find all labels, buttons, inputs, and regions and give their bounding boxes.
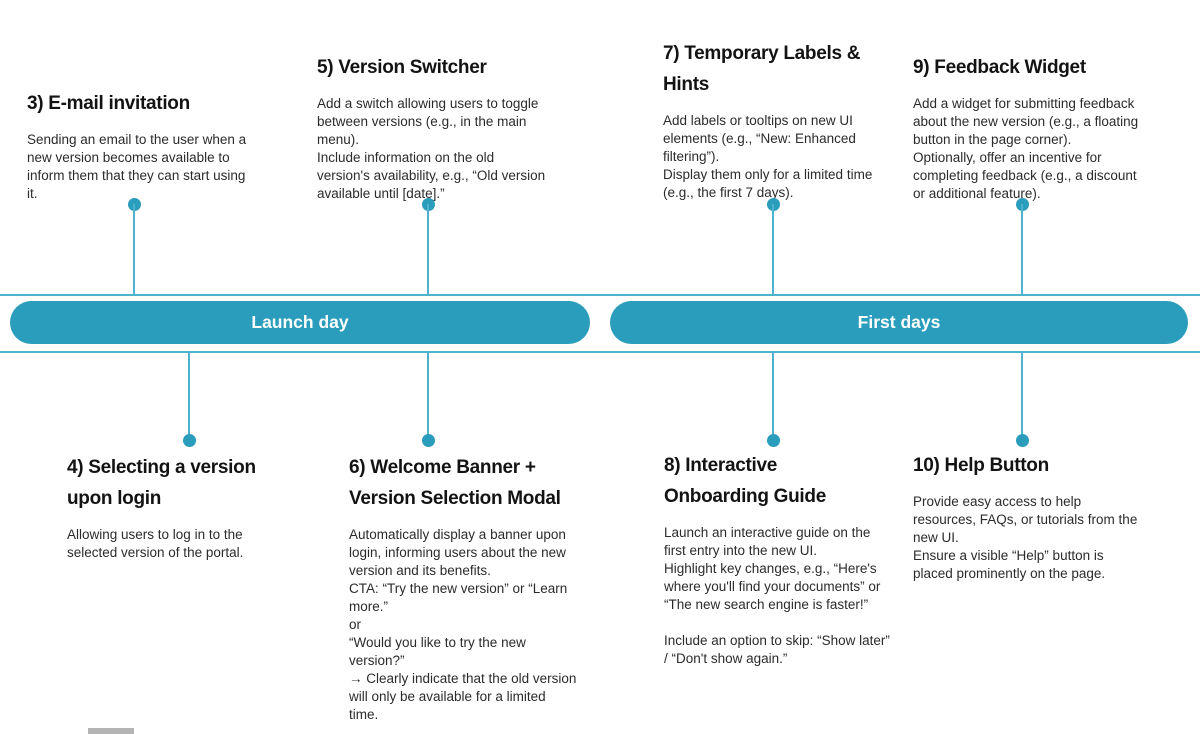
item-body: Launch an interactive guide on the first…	[664, 525, 890, 666]
connector-line	[1021, 353, 1023, 440]
item-title: 3) E-mail invitation	[27, 93, 190, 114]
item-title: 4) Selecting a version upon login	[67, 457, 256, 509]
item-body: Allowing users to log in to the selected…	[67, 527, 244, 560]
connector-dot	[1015, 433, 1029, 447]
timeline-axis-line-bottom	[0, 351, 1200, 353]
connector-welcome-banner	[421, 353, 435, 447]
card-help-button: 10) Help Button Provide easy access to h…	[913, 450, 1137, 583]
connector-selecting-version	[182, 353, 196, 447]
item-body: Sending an email to the user when a new …	[27, 132, 247, 201]
item-body: Add labels or tooltips on new UI element…	[663, 113, 873, 200]
phase-pill-first-days: First days	[610, 301, 1188, 344]
item-body: Add a switch allowing users to toggle be…	[317, 96, 546, 201]
connector-feedback-widget	[1015, 198, 1029, 294]
card-selecting-version-upon-login: 4) Selecting a version upon login Allowi…	[67, 452, 256, 562]
card-version-switcher: 5) Version Switcher Add a switch allowin…	[317, 52, 545, 203]
item-title: 10) Help Button	[913, 455, 1049, 476]
connector-dot	[421, 433, 435, 447]
connector-dot	[182, 433, 196, 447]
connector-help-button	[1015, 353, 1029, 447]
item-title: 5) Version Switcher	[317, 57, 487, 78]
connector-line	[1021, 204, 1023, 294]
connector-line	[427, 353, 429, 440]
item-title: 9) Feedback Widget	[913, 57, 1086, 78]
connector-version-switcher	[421, 198, 435, 294]
item-title: 7) Temporary Labels & Hints	[663, 43, 861, 95]
item-body: Provide easy access to help resources, F…	[913, 494, 1138, 581]
timeline-axis-line-top	[0, 294, 1200, 296]
item-title: 8) Interactive Onboarding Guide	[664, 455, 826, 507]
connector-email-invitation	[127, 198, 141, 294]
connector-onboarding-guide	[766, 353, 780, 447]
connector-line	[427, 204, 429, 294]
connector-dot	[766, 433, 780, 447]
gray-bar	[88, 728, 134, 734]
item-body: Add a widget for submitting feedback abo…	[913, 96, 1139, 201]
phase-pill-launch-day: Launch day	[10, 301, 590, 344]
card-email-invitation: 3) E-mail invitation Sending an email to…	[27, 88, 246, 203]
connector-temporary-labels-hints	[766, 198, 780, 294]
connector-line	[772, 204, 774, 294]
connector-line	[772, 353, 774, 440]
card-welcome-banner-version-selection-modal: 6) Welcome Banner + Version Selection Mo…	[349, 452, 576, 724]
connector-line	[188, 353, 190, 440]
item-body: Automatically display a banner upon logi…	[349, 527, 577, 722]
card-temporary-labels-hints: 7) Temporary Labels & Hints Add labels o…	[663, 38, 872, 202]
card-feedback-widget: 9) Feedback Widget Add a widget for subm…	[913, 52, 1138, 203]
card-interactive-onboarding-guide: 8) Interactive Onboarding Guide Launch a…	[664, 450, 890, 668]
item-title: 6) Welcome Banner + Version Selection Mo…	[349, 457, 561, 509]
connector-line	[133, 204, 135, 294]
